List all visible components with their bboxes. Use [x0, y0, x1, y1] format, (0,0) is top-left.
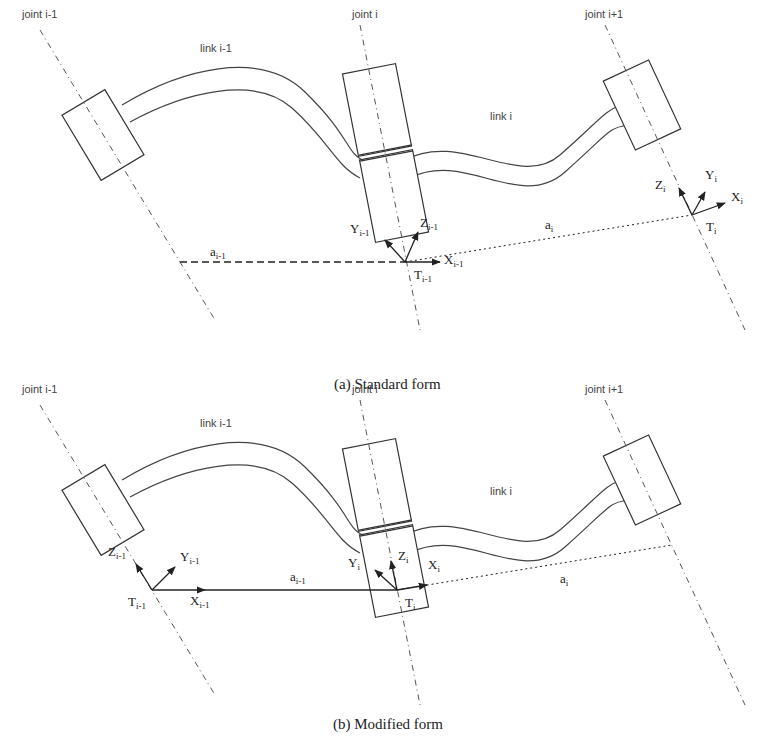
- axis-label: Ti-1: [128, 595, 146, 610]
- axis-label: Zi-1: [420, 216, 438, 231]
- figure-caption: (b) Modified form: [333, 716, 443, 733]
- axis-label: Ti-1: [414, 268, 432, 283]
- part-name: joint i+1: [585, 8, 623, 21]
- part-name: link i: [490, 485, 512, 498]
- standard-form-figure: [40, 25, 745, 330]
- axis-label: Xi-1: [190, 594, 209, 609]
- part-name: joint i-1: [22, 383, 57, 396]
- axis-label: ai: [545, 218, 553, 233]
- part-name: joint i-1: [22, 8, 57, 21]
- axis-label: Ti: [405, 596, 415, 611]
- axis-label: Zi: [655, 178, 665, 193]
- figure-caption: (a) Standard form: [334, 376, 441, 393]
- modified-form-figure: [40, 400, 745, 705]
- coordinate-frames: [136, 188, 725, 590]
- part-name: link i-1: [200, 417, 232, 430]
- axis-label: Yi: [348, 556, 360, 571]
- axis-label: Zi: [398, 549, 408, 564]
- part-name: joint i: [352, 8, 378, 21]
- part-name: link i: [490, 110, 512, 123]
- axis-label: ai-1: [290, 570, 306, 585]
- axis-label: Ti: [706, 220, 716, 235]
- axis-label: Zi-1: [108, 545, 126, 560]
- part-name: joint i: [352, 383, 378, 396]
- axis-label: ai-1: [210, 245, 226, 260]
- axis-label: Xi: [428, 558, 440, 573]
- part-name: joint i+1: [585, 383, 623, 396]
- axis-label: Yi-1: [180, 550, 199, 565]
- axis-label: Xi-1: [444, 253, 463, 268]
- axis-label: ai: [560, 572, 568, 587]
- part-name: link i-1: [200, 42, 232, 55]
- axis-label: Xi: [731, 190, 743, 205]
- axis-label: Yi-1: [350, 222, 369, 237]
- axis-label: Yi: [705, 168, 717, 183]
